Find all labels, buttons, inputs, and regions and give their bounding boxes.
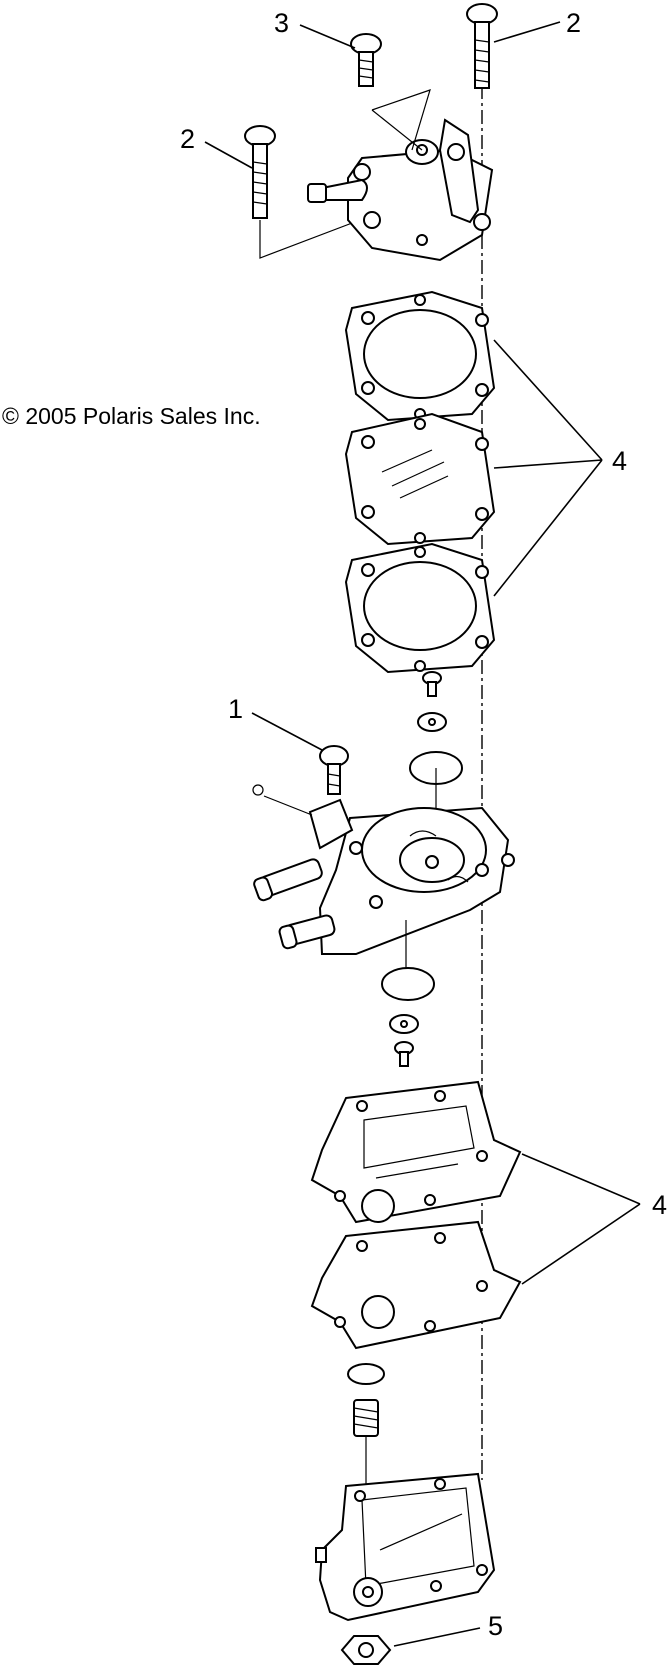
- diaphragm: [344, 412, 496, 546]
- gasket-lower: [344, 542, 496, 674]
- leader-3: [299, 24, 356, 49]
- screw-2-long: [466, 3, 498, 89]
- nut-5: [340, 1635, 392, 1665]
- top-cover: [307, 89, 494, 262]
- leader-5: [393, 1627, 481, 1647]
- valve-retainer-top: [417, 712, 447, 732]
- leader-2-right: [493, 21, 561, 43]
- leader-1: [251, 712, 323, 751]
- pump-body: [252, 784, 515, 972]
- callout-5: 5: [488, 1611, 503, 1641]
- callout-1: 1: [228, 694, 243, 724]
- leader-4-a: [493, 339, 603, 461]
- valve-disc-bottom: [381, 967, 435, 1001]
- screw-3: [350, 33, 382, 87]
- leader-2-left: [204, 141, 253, 169]
- base-plate: [315, 1472, 496, 1622]
- callout-2-left: 2: [180, 124, 195, 154]
- check-valve-cap: [347, 1363, 385, 1385]
- valve-screw-bottom: [394, 1041, 414, 1067]
- screw-1: [319, 745, 349, 795]
- callout-4-upper: 4: [612, 446, 627, 476]
- gasket-plate-upper: [310, 1080, 522, 1224]
- leader-4-c: [493, 459, 603, 597]
- screw-2-left: [244, 125, 276, 219]
- copyright-text: © 2005 Polaris Sales Inc.: [2, 403, 261, 429]
- valve-retainer-bottom: [389, 1014, 419, 1034]
- callout-3: 3: [274, 8, 289, 38]
- valve-screw-top: [422, 671, 442, 697]
- leader-4-d: [521, 1153, 641, 1205]
- spring: [353, 1399, 379, 1532]
- leader-4-b: [493, 459, 603, 469]
- callout-4-lower: 4: [652, 1190, 667, 1220]
- gasket-plate-lower: [310, 1220, 522, 1350]
- leader-4-e: [521, 1203, 641, 1285]
- gasket-upper: [344, 290, 496, 422]
- screw-2-left-guide: [259, 219, 361, 259]
- callout-2-right: 2: [566, 8, 581, 38]
